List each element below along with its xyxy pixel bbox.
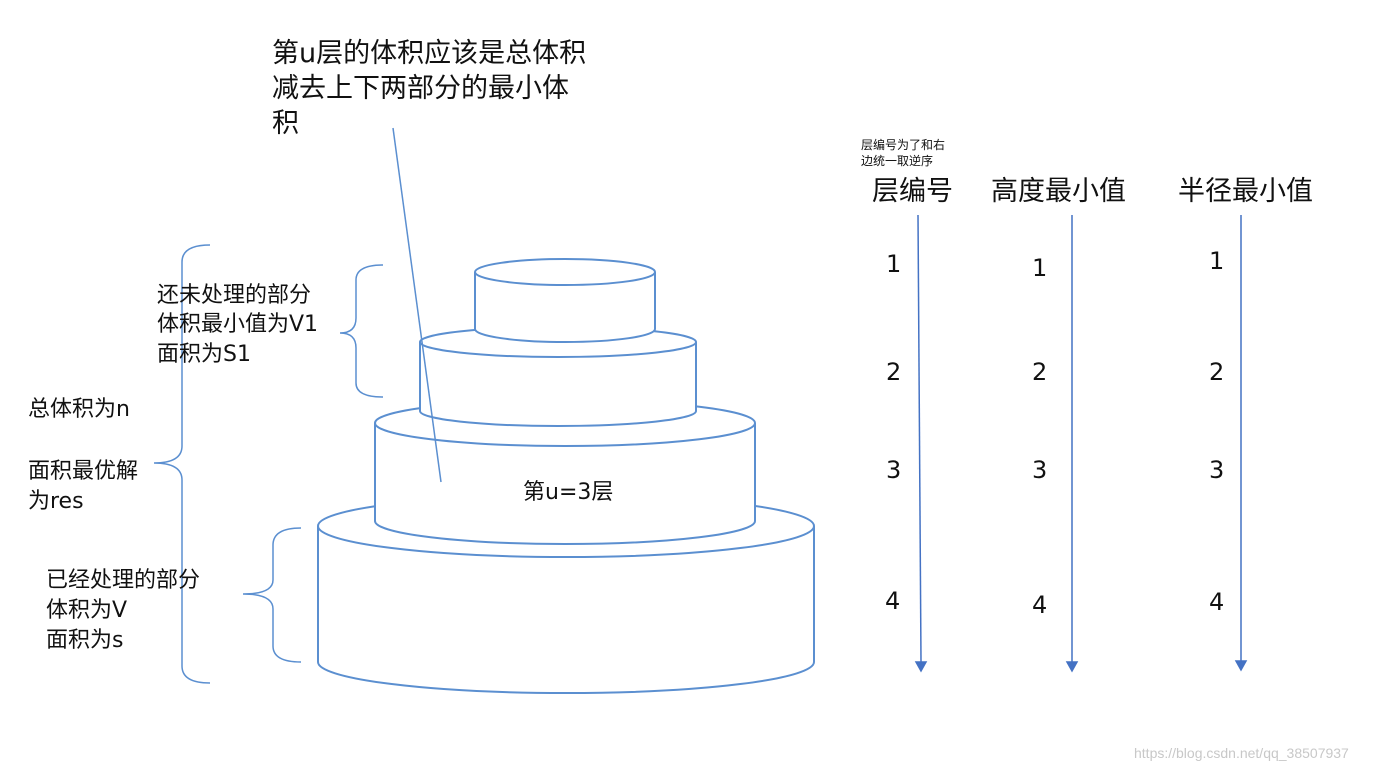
total-volume-label: 总体积为n xyxy=(28,397,130,422)
watermark: https://blog.csdn.net/qq_38507937 xyxy=(1134,745,1349,761)
radius-min-value: 4 xyxy=(1209,588,1225,616)
column-header-height-min: 高度最小值 xyxy=(991,176,1126,207)
total-brace xyxy=(153,244,211,684)
lower-part-line-3: 面积为s xyxy=(46,628,124,653)
height-min-value: 1 xyxy=(1032,254,1048,282)
radius-min-value: 2 xyxy=(1209,358,1225,386)
annotation-line-1: 第u层的体积应该是总体积 xyxy=(272,38,587,69)
annotation-line-3: 积 xyxy=(272,108,299,139)
upper-part-line-2: 体积最小值为V1 xyxy=(157,312,319,337)
total-area-line-1: 面积最优解 xyxy=(28,459,139,484)
note-line-2: 边统一取逆序 xyxy=(861,154,934,168)
layer-number-value: 1 xyxy=(886,250,902,278)
layer-number-value: 4 xyxy=(885,587,901,615)
radius-min-value: 1 xyxy=(1209,247,1225,275)
annotation-line-2: 减去上下两部分的最小体 xyxy=(272,73,569,104)
annotation-pointer-line xyxy=(392,127,442,483)
arrow-head-height-min xyxy=(1065,661,1079,673)
lower-part-line-2: 体积为V xyxy=(46,598,128,623)
column-header-radius-min: 半径最小值 xyxy=(1178,176,1313,207)
upper-part-line-1: 还未处理的部分 xyxy=(157,283,312,308)
height-min-value: 2 xyxy=(1032,358,1048,386)
column-header-layer-number: 层编号 xyxy=(872,176,953,207)
note-line-1: 层编号为了和右 xyxy=(861,138,946,152)
radius-min-value: 3 xyxy=(1209,456,1225,484)
upper-part-line-3: 面积为S1 xyxy=(157,342,251,367)
arrow-head-layer-number xyxy=(914,661,928,673)
layer-3-label: 第u=3层 xyxy=(523,480,614,505)
height-min-value: 3 xyxy=(1032,456,1048,484)
arrow-head-radius-min xyxy=(1234,660,1248,672)
total-area-line-2: 为res xyxy=(28,489,84,514)
arrow-layer-number xyxy=(917,214,922,663)
lower-part-brace xyxy=(242,527,302,663)
lower-part-line-1: 已经处理的部分 xyxy=(46,568,201,593)
height-min-value: 4 xyxy=(1032,591,1048,619)
upper-part-brace xyxy=(339,264,384,398)
layer-number-value: 3 xyxy=(886,456,902,484)
layer-number-value: 2 xyxy=(886,358,902,386)
tier-1-cylinder xyxy=(474,258,656,343)
